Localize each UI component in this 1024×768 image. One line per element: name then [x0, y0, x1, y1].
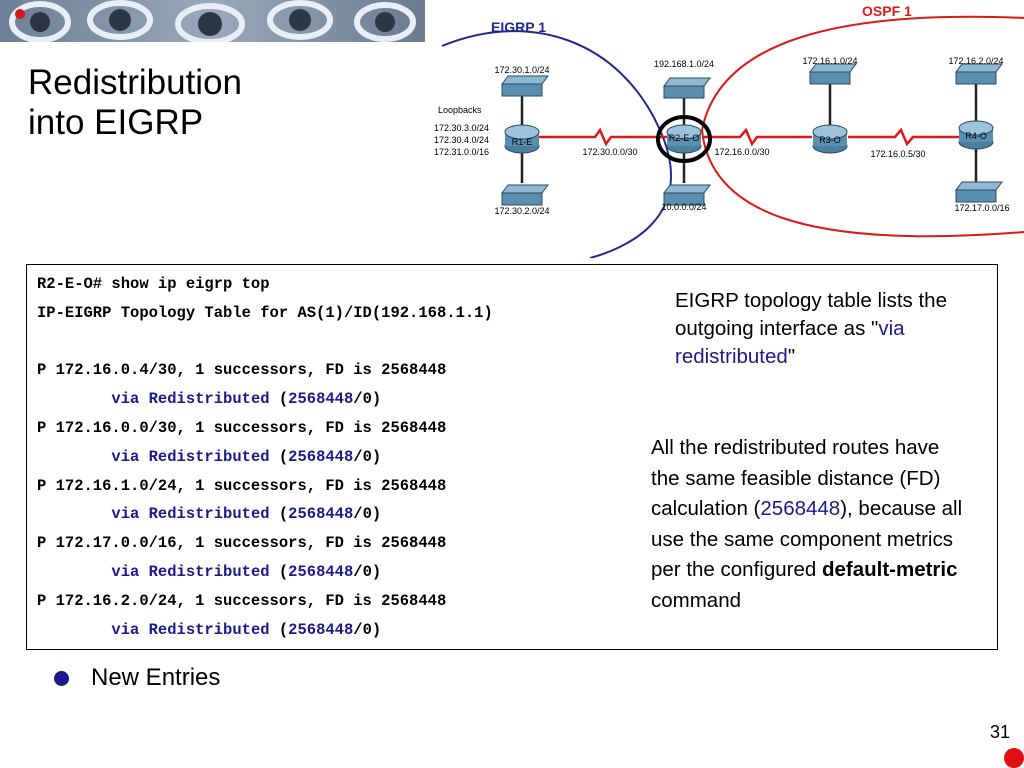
router-label-r4: R4-O: [965, 131, 987, 141]
annotation-via-redistributed: EIGRP topology table lists the outgoing …: [675, 289, 947, 368]
net-label-r3-top: 172.16.1.0/24: [802, 56, 857, 66]
bullet-text: New Entries: [91, 664, 221, 691]
link-label-r1-r2: 172.30.0.0/30: [582, 147, 637, 157]
loopbacks-label: Loopbacks: [438, 105, 482, 115]
network-topology-diagram: EIGRP 1 OSPF 1: [420, 0, 1024, 259]
topology-route-entry: P 172.16.2.0/24, 1 successors, FD is 256…: [37, 591, 447, 610]
loopback-net-2: 172.30.4.0/24: [434, 135, 489, 145]
slide-title-line2: into EIGRP: [28, 103, 204, 142]
topology-route-entry: P 172.16.0.4/30, 1 successors, FD is 256…: [37, 361, 447, 380]
router-label-r1: R1-E: [512, 137, 533, 147]
net-label-r4-bottom: 172.17.0.0/16: [954, 203, 1009, 213]
link-label-r3-r4: 172.16.0.5/30: [870, 149, 925, 159]
topology-route-via: via Redistributed (2568448/0): [111, 562, 382, 581]
header-banner-image: [0, 0, 425, 42]
loopback-net-1: 172.30.3.0/24: [434, 123, 489, 133]
net-label-r1-bottom: 172.30.2.0/24: [494, 206, 549, 216]
topology-route-via: via Redistributed (2568448/0): [111, 447, 382, 466]
slide-title: Redistribution into EIGRP: [28, 63, 242, 143]
net-label-r2-bottom: 10.0.0.0/24: [661, 202, 706, 212]
slide-title-line1: Redistribution: [28, 63, 242, 102]
topology-route-entry: P 172.16.1.0/24, 1 successors, FD is 256…: [37, 476, 447, 495]
page-number: 31: [990, 722, 1011, 742]
topology-route-entry: P 172.16.0.0/30, 1 successors, FD is 256…: [37, 418, 447, 437]
command-prompt: R2-E-O# show ip eigrp top: [37, 275, 270, 293]
topology-route-via: via Redistributed (2568448/0): [111, 505, 382, 524]
topology-route-via: via Redistributed (2568448/0): [111, 620, 382, 639]
loopback-net-3: 172.31.0.0/16: [434, 147, 489, 157]
eigrp-domain-label: EIGRP 1: [491, 19, 546, 35]
ospf-domain-label: OSPF 1: [862, 3, 912, 19]
r2-highlight-circle: [656, 115, 712, 163]
topology-table-header: IP-EIGRP Topology Table for AS(1)/ID(192…: [37, 303, 493, 322]
annotation-same-fd: All the redistributed routes have the sa…: [651, 436, 963, 612]
bullet-dot-icon: [54, 670, 69, 686]
red-dot-icon: [1004, 748, 1024, 768]
router-label-r2: R2-E-O: [669, 133, 700, 143]
net-label-r1-top: 172.30.1.0/24: [494, 65, 549, 75]
topology-route-via: via Redistributed (2568448/0): [111, 390, 382, 409]
topology-route-entry: P 172.17.0.0/16, 1 successors, FD is 256…: [37, 534, 447, 553]
bullet-item: New Entries: [54, 664, 220, 692]
net-label-r4-top: 172.16.2.0/24: [948, 56, 1003, 66]
link-label-r2-r3: 172.16.0.0/30: [714, 147, 769, 157]
net-label-r2-top: 192.168.1.0/24: [654, 59, 714, 69]
router-label-r3: R3-O: [819, 135, 841, 145]
